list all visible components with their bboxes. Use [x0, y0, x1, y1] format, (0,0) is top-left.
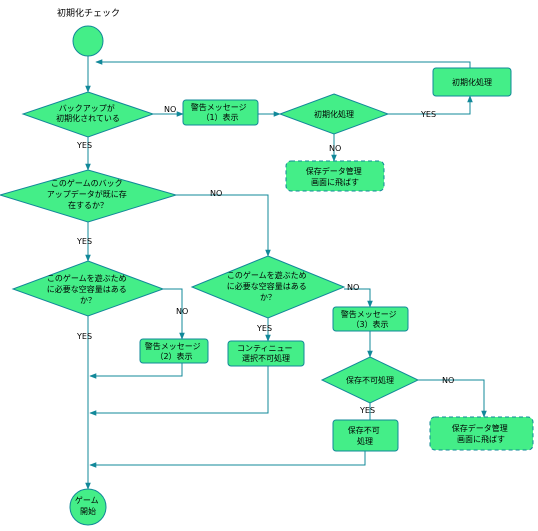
warn2-label: 警告メッセージ （2）表示	[145, 341, 203, 361]
game-backup-label: このゲームのバック アップデータが既に存 在するか？	[47, 178, 130, 210]
edge-label-init-decision-no: NO	[329, 144, 341, 153]
save-manage2-label: 保存データ管理 画面に飛ばす	[452, 423, 511, 444]
init-decision	[278, 93, 390, 135]
continue-disable-label: コンティニュー 選択不可処理	[237, 344, 295, 363]
save-manage1-label: 保存データ管理 画面に飛ばす	[306, 166, 365, 187]
backup-init-label: バックアップが 初期化されている	[56, 103, 120, 123]
save-disable-process	[332, 419, 399, 452]
edge-label-space-check1-yes: YES	[76, 332, 92, 341]
edge-label-init-decision-yes: YES	[420, 110, 436, 119]
save-disable-process-label: 保存不可 処理	[348, 425, 383, 446]
edge-warn2-merge	[89, 363, 183, 379]
start-node	[72, 25, 104, 57]
game-backup-decision	[0, 169, 178, 223]
init-process	[432, 67, 512, 97]
save-disable-decision-label: 保存不可処理	[346, 375, 394, 385]
warn3-label: 警告メッセージ （3）表示	[341, 309, 399, 329]
continue-disable-process	[227, 340, 305, 367]
edge-label-save-disable-no: NO	[442, 376, 454, 385]
save-disable-decision	[320, 356, 420, 404]
game-start-node	[69, 488, 107, 526]
edge-label-space-check2-yes: YES	[256, 324, 272, 333]
edge-label-backup-init-yes: YES	[76, 141, 92, 150]
edge-save-disable-no	[418, 379, 487, 418]
edge-init-decision-yes	[388, 95, 473, 115]
space-check1-label: このゲームを遊ぶため に必要な空容量はある か？	[47, 273, 130, 305]
connectors	[85, 56, 487, 490]
edge-space-check1-no	[163, 288, 185, 340]
warn3-process	[332, 306, 409, 332]
edge-label-save-disable-yes: YES	[359, 406, 375, 415]
game-start-label: ゲーム 開始	[75, 495, 101, 516]
edge-init-process-loop	[95, 59, 471, 68]
diagram-title: 初期化チェック	[57, 7, 120, 19]
edge-continue-disable-merge	[89, 366, 269, 416]
edge-label-game-backup-yes: YES	[76, 237, 92, 246]
backup-init-decision	[21, 91, 155, 138]
edge-save-disable-process-merge	[89, 451, 366, 468]
edge-space-check2-no	[344, 288, 373, 308]
warn2-process	[139, 338, 209, 364]
warn1-label: 警告メッセージ （1）表示	[191, 102, 249, 122]
edge-game-backup-no	[176, 194, 271, 257]
init-process-label: 初期化処理	[452, 77, 492, 87]
save-manage2-process	[429, 416, 534, 451]
space-check2-decision	[190, 255, 346, 319]
init-decision-label: 初期化処理	[314, 109, 354, 119]
edge-label-game-backup-no: NO	[210, 189, 222, 198]
warn1-process	[182, 99, 259, 126]
edge-label-space-check2-no: NO	[347, 283, 359, 292]
edge-label-space-check1-no: NO	[176, 307, 188, 316]
space-check1-decision	[11, 260, 165, 317]
save-manage1-process	[285, 160, 385, 192]
edge-label-backup-init-no: NO	[164, 105, 176, 114]
space-check2-label: このゲームを遊ぶため に必要な空容量はある か？	[227, 270, 310, 302]
